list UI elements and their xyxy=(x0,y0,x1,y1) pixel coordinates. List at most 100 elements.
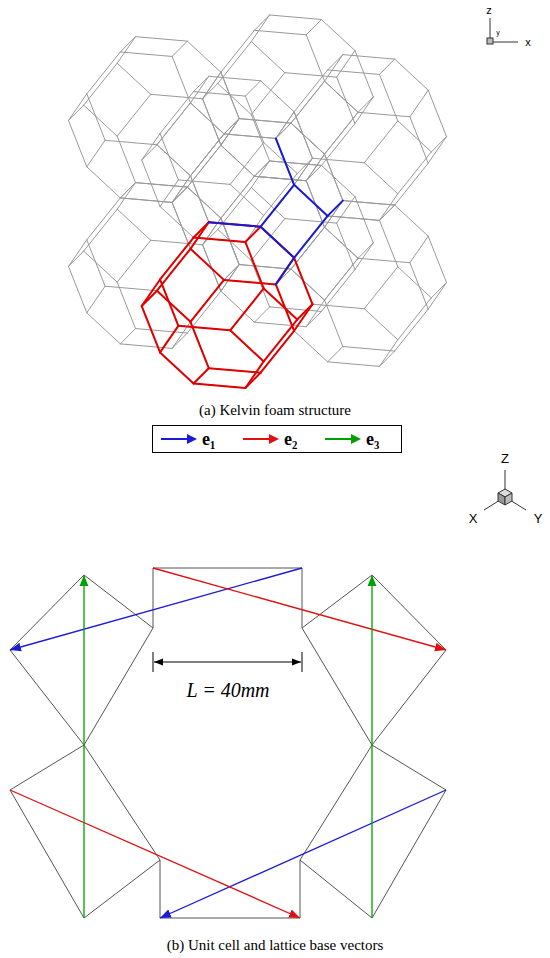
highlight-cell-edge xyxy=(194,238,246,242)
foam-edge xyxy=(395,163,429,205)
foam-edge xyxy=(379,59,394,74)
cell-edge xyxy=(10,790,84,918)
foam-edge xyxy=(172,41,187,56)
legend-arrow-swatch xyxy=(323,432,363,446)
vector-e1 xyxy=(160,790,446,918)
highlight-cell-edge xyxy=(297,304,312,319)
foam-edge xyxy=(395,59,429,90)
cell-edge xyxy=(153,568,302,569)
foam-edge xyxy=(328,201,343,216)
foam-edge xyxy=(142,279,160,306)
foam-edge xyxy=(224,265,239,280)
legend-entry: e₁ xyxy=(159,426,215,452)
foam-edge xyxy=(117,240,151,282)
foam-edge xyxy=(306,300,324,327)
foam-edge xyxy=(190,249,224,280)
foam-edge xyxy=(136,183,188,187)
foam-edge xyxy=(428,137,446,164)
axis-label: x xyxy=(525,36,531,48)
foam-edge xyxy=(245,373,260,388)
foam-edge xyxy=(209,368,261,372)
unit-cell-edge xyxy=(276,138,294,184)
foam-edge xyxy=(306,154,324,181)
highlight-cell-edge xyxy=(245,227,260,242)
cell-edge xyxy=(372,650,446,745)
foam-edge xyxy=(395,309,429,351)
highlight-cell-edge xyxy=(160,279,178,325)
foam-edge xyxy=(291,81,325,123)
foam-edge xyxy=(221,265,239,292)
foam-edge xyxy=(157,291,191,322)
highlight-cell-edge xyxy=(194,222,209,237)
foam-edge xyxy=(431,283,446,298)
foam-edge xyxy=(136,37,188,41)
foam-edge xyxy=(172,187,187,202)
foam-edge xyxy=(87,52,121,94)
foam-edge xyxy=(431,137,446,152)
foam-edge xyxy=(254,176,306,180)
foam-edge xyxy=(251,73,285,115)
highlight-cell-edge xyxy=(142,279,160,306)
foam-edge xyxy=(254,176,306,180)
foam-edge xyxy=(239,265,291,269)
foam-edge xyxy=(230,330,264,361)
axis-label: Z xyxy=(501,452,509,466)
foam-edge xyxy=(117,282,135,328)
foam-edge xyxy=(321,19,355,50)
foam-edge xyxy=(291,81,325,123)
foam-edge xyxy=(68,105,83,120)
foam-edge xyxy=(261,185,295,227)
legend-arrow-shaft xyxy=(243,438,271,440)
highlight-cell-edge xyxy=(230,288,264,330)
foam-edge xyxy=(194,384,246,388)
axis-cube xyxy=(487,38,493,44)
highlight-cell-edge xyxy=(190,222,208,249)
foam-edge xyxy=(230,142,264,184)
vector-e2 xyxy=(153,568,446,650)
legend-entry: e₂ xyxy=(241,426,297,452)
highlight-cell-edge xyxy=(194,384,246,388)
foam-edge xyxy=(105,286,157,290)
foam-edge xyxy=(120,37,135,52)
axis-triad xyxy=(484,470,526,510)
cell-edge xyxy=(153,568,154,628)
legend-arrow-swatch xyxy=(241,432,281,446)
highlight-cell-edge xyxy=(178,326,230,330)
foam-edge xyxy=(325,81,359,112)
cell-edges xyxy=(10,568,446,918)
foam-edge xyxy=(221,119,239,146)
foam-edge xyxy=(410,90,428,117)
foam-edge xyxy=(355,197,373,243)
foam-edge xyxy=(239,265,291,269)
foam-edge xyxy=(398,121,432,152)
foam-edge xyxy=(297,158,312,173)
foam-edge xyxy=(68,251,83,266)
foam-edge xyxy=(294,216,328,258)
foam-edge xyxy=(325,227,359,258)
legend-arrow-head xyxy=(351,434,361,444)
foam-edge xyxy=(328,362,380,366)
foam-edge xyxy=(221,145,255,176)
foam-edge-group xyxy=(68,15,446,388)
foam-edge xyxy=(398,267,432,298)
foam-edge xyxy=(261,227,295,258)
legend-arrow-head xyxy=(269,434,279,444)
foam-edge xyxy=(87,94,105,140)
foam-edge xyxy=(117,94,151,136)
figure-caption: (a) Kelvin foam structure xyxy=(199,402,351,419)
foam-edge xyxy=(276,258,294,285)
foam-edge xyxy=(261,331,295,373)
foam-edge xyxy=(291,123,325,154)
foam-edge xyxy=(194,238,246,242)
cell-edge xyxy=(10,575,84,650)
foam-edge xyxy=(230,288,264,330)
highlight-cell-edge xyxy=(160,326,178,353)
foam-edge xyxy=(245,361,263,388)
highlight-cell-edge xyxy=(190,249,224,280)
foam-edge xyxy=(358,112,410,116)
foam-edge xyxy=(364,121,398,163)
foam-edge xyxy=(224,119,239,134)
foam-edge xyxy=(245,81,260,96)
foam-edge xyxy=(328,201,343,216)
